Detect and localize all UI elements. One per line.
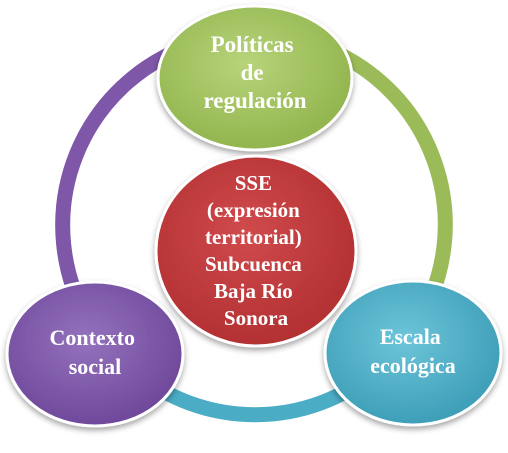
svg-text:Escala ecológica: Escala ecológica xyxy=(370,324,456,378)
node-top-line: Políticas xyxy=(211,32,294,57)
node-top-circle xyxy=(156,4,354,152)
node-center-line: (expresión xyxy=(207,198,300,222)
node-contexto-social: Contexto social xyxy=(5,280,185,428)
node-center-line: Baja Río xyxy=(214,279,293,303)
node-right-line: ecológica xyxy=(370,353,456,378)
node-left-line: Contexto xyxy=(49,325,135,350)
node-right-circle xyxy=(323,279,503,427)
node-top-line: regulación xyxy=(203,88,306,113)
svg-text:SSE (expresión ter: SSE (expresión territorial) Subcuenca Ba… xyxy=(205,171,307,330)
node-right-line: Escala xyxy=(380,324,441,349)
node-sse-center: SSE (expresión territorial) Subcuenca Ba… xyxy=(154,154,358,348)
svg-text:Contexto social: Contexto social xyxy=(49,325,140,379)
svg-text:Políticas de regul: Políticas de regulación xyxy=(203,32,306,113)
node-left-circle xyxy=(5,280,185,428)
node-center-circle xyxy=(154,154,358,348)
node-center-line: Subcuenca xyxy=(205,252,302,276)
node-escala-ecologica: Escala ecológica xyxy=(323,279,503,427)
ring-arc-left-top xyxy=(55,35,207,328)
node-center-line: Sonora xyxy=(224,306,289,330)
node-left-line: social xyxy=(69,354,122,379)
node-center-line: SSE xyxy=(235,171,272,195)
node-top-line: de xyxy=(241,60,264,85)
node-politicas-de-regulacion: Políticas de regulación xyxy=(156,4,354,152)
node-center-line: territorial) xyxy=(205,225,302,249)
